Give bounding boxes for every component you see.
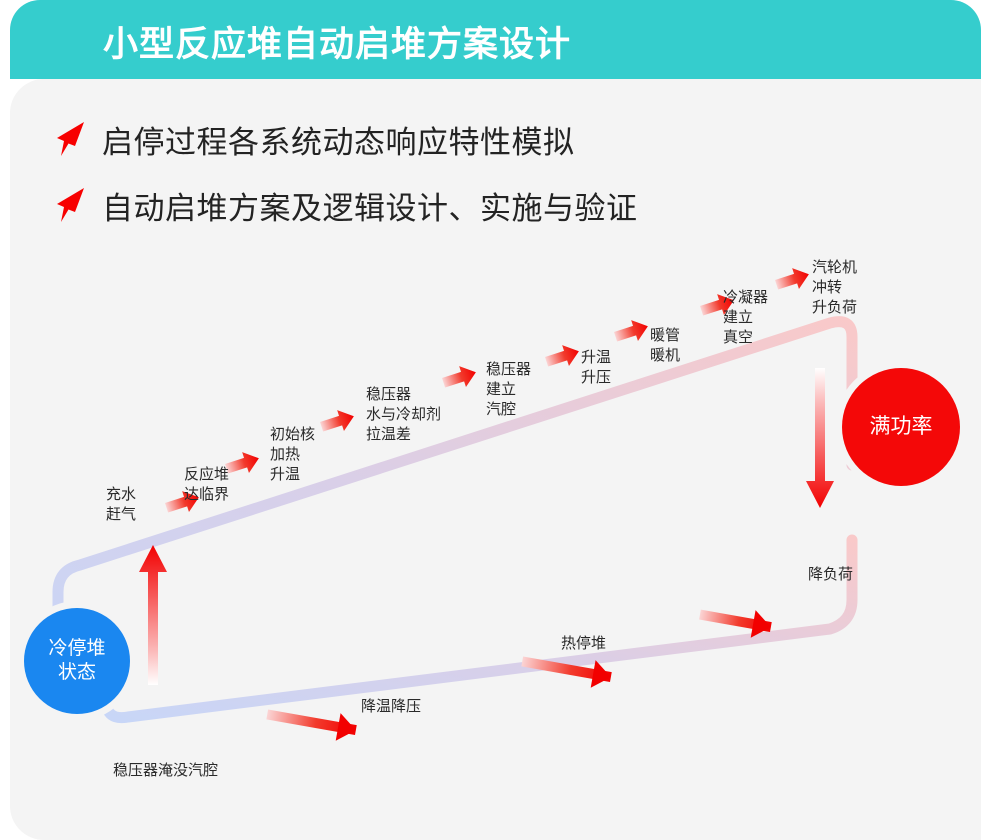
step-cool-depressurize-label: 降温降压 [361, 698, 422, 715]
restart-up-arrow [139, 545, 167, 685]
startup-track-path [52, 316, 858, 686]
shutdown-step-arrows [266, 609, 772, 741]
step-pressurizer-steam-label: 稳压器 建立 汽腔 [486, 361, 532, 418]
process-cycle-diagram: 充水 赶气 反应堆 达临界 初始核 加热 升温 稳压器 水与冷却剂 拉温差 稳压… [0, 240, 981, 840]
step-load-down-label: 降负荷 [808, 566, 854, 583]
node-full-power[interactable]: 满功率 [842, 368, 960, 486]
node-cold-shutdown-label: 冷停堆 状态 [48, 638, 106, 683]
bullet-item-2: 自动启堆方案及逻辑设计、实施与验证 [44, 182, 638, 228]
startup-step-arrows [165, 268, 809, 513]
node-cold-shutdown[interactable]: 冷停堆 状态 [24, 608, 130, 714]
node-full-power-label: 满功率 [869, 415, 933, 438]
bullet-label-1: 启停过程各系统动态响应特性模拟 [102, 124, 575, 160]
step-reactor-critical-label: 反应堆 达临界 [184, 466, 230, 503]
power-down-arrow [806, 368, 834, 508]
bullet-item-1: 启停过程各系统动态响应特性模拟 [44, 116, 575, 162]
diagram-tracks [52, 268, 858, 741]
page-title: 小型反应堆自动启堆方案设计 [103, 25, 572, 64]
bullet-label-2: 自动启堆方案及逻辑设计、实施与验证 [102, 190, 638, 226]
step-warm-pipe-label: 暖管 暖机 [650, 327, 681, 364]
step-flood-steam-space-label: 稳压器淹没汽腔 [113, 762, 219, 779]
step-hot-shutdown-label: 热停堆 [561, 635, 607, 652]
step-heat-pressurize-label: 升温 升压 [581, 349, 612, 386]
arrow-cursor-icon [44, 116, 90, 162]
step-pressurizer-dt-label: 稳压器 水与冷却剂 拉温差 [366, 386, 442, 443]
header-bar: 小型反应堆自动启堆方案设计 [10, 0, 981, 79]
arrow-cursor-icon [44, 182, 90, 228]
step-fill-water-label: 充水 赶气 [106, 486, 137, 523]
step-initial-heating-label: 初始核 加热 升温 [270, 426, 316, 483]
shutdown-track-path [100, 534, 858, 724]
step-condenser-vacuum-label: 冷凝器 建立 真空 [723, 289, 769, 346]
step-turbine-load-label: 汽轮机 冲转 升负荷 [812, 259, 858, 316]
